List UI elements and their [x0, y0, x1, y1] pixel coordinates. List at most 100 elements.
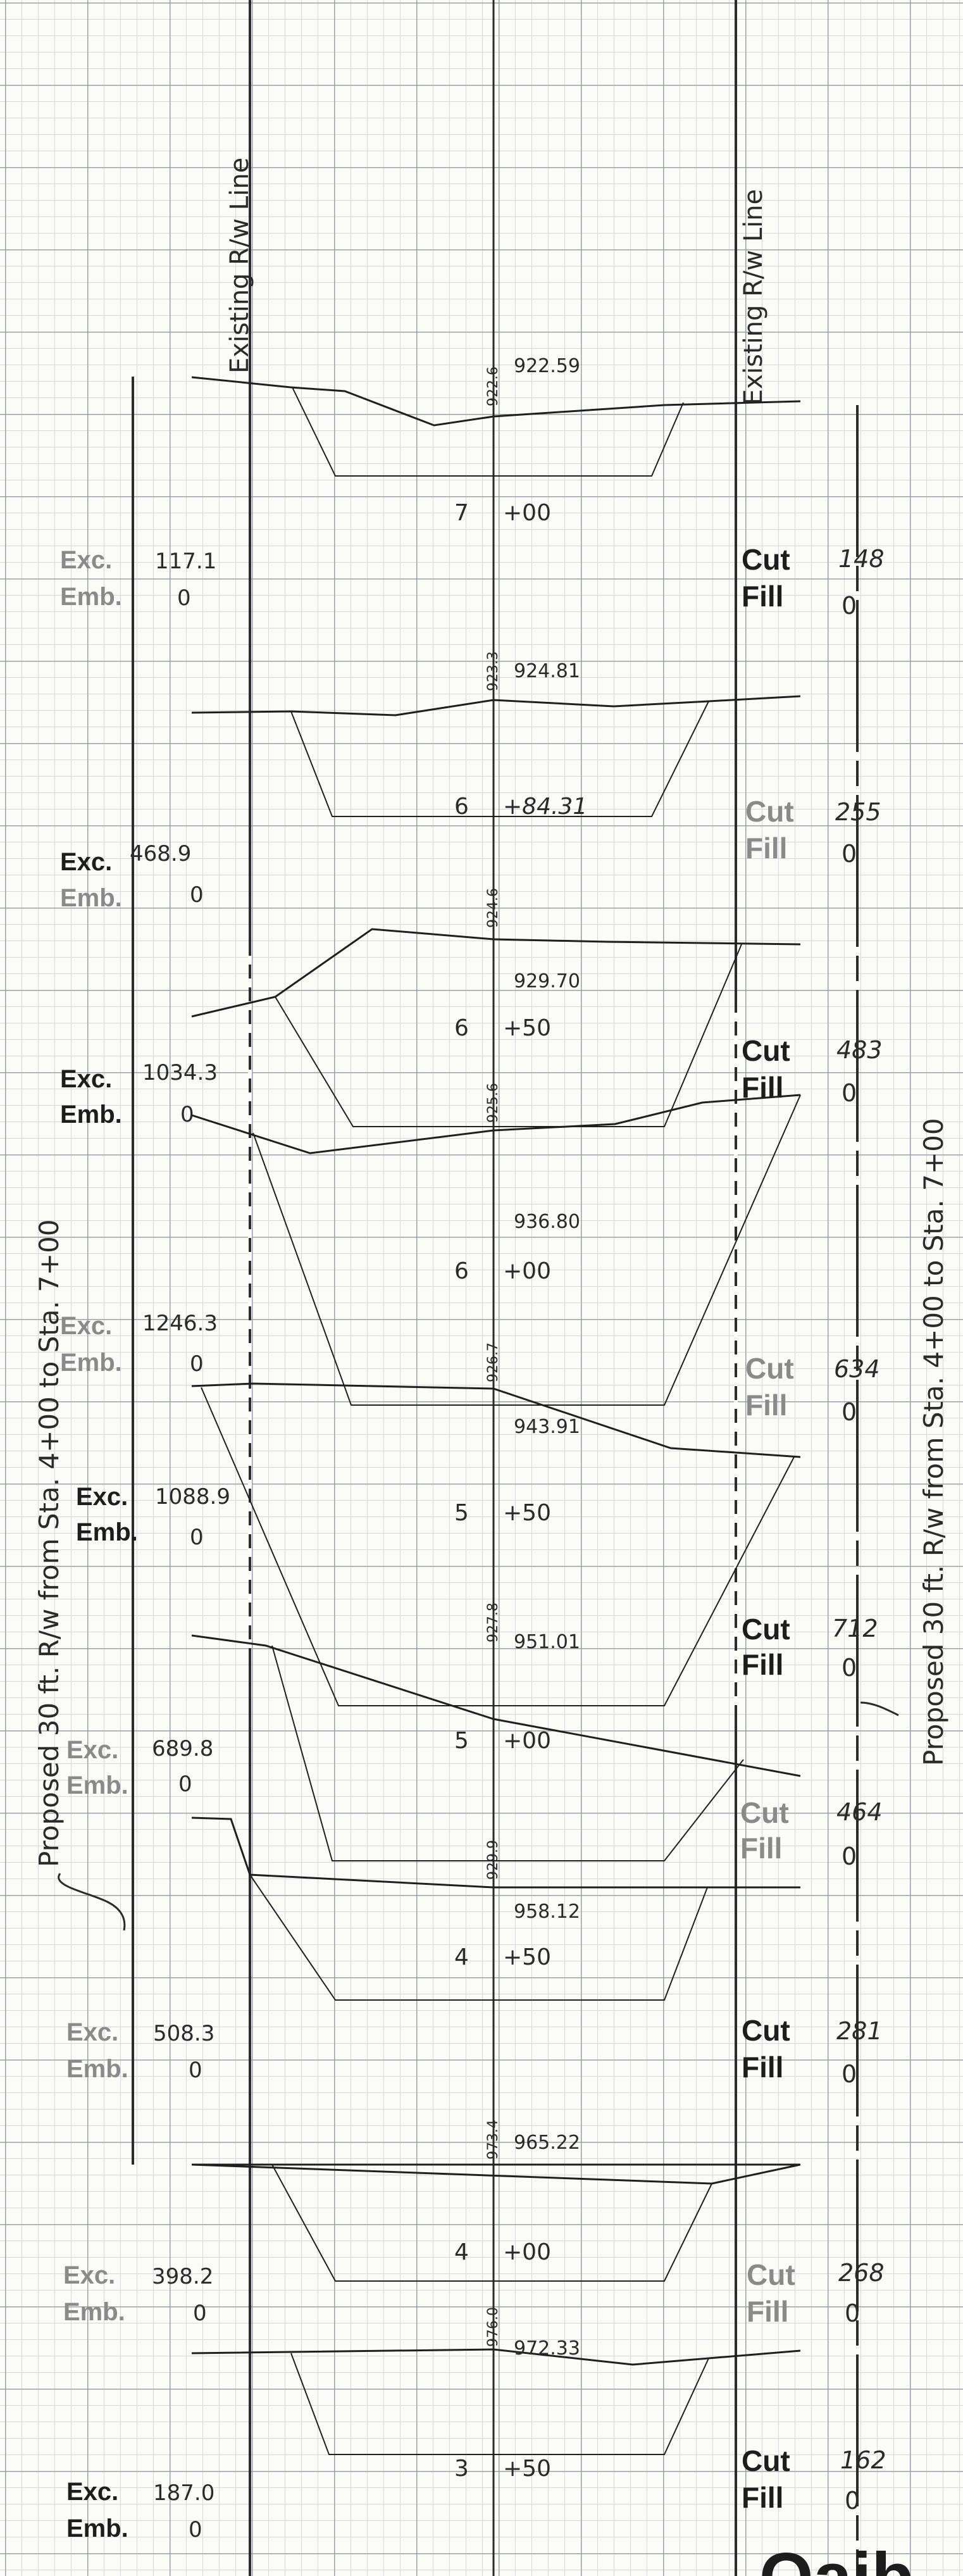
ground-line-6-50 — [191, 928, 801, 1018]
emb-volume: 0 — [177, 585, 191, 611]
exc-volume: 117.1 — [155, 549, 216, 574]
elevation-label: 922.59 — [514, 355, 580, 377]
right-existing-rw-label: Existing R/w Line — [739, 189, 768, 405]
fill-volume: 0 — [842, 1654, 857, 1682]
station-number: 4 — [454, 2239, 469, 2265]
centerline-elevation: 926.7 — [485, 1342, 501, 1382]
cut-volume: 281 — [836, 2017, 883, 2045]
ground-line-4-00 — [191, 2163, 801, 2185]
elevation-label: 929.70 — [514, 970, 580, 992]
centerline-elevations: 922.6 923.3 924.6 925.6 926.7 927.8 929.… — [485, 366, 501, 2347]
exc-label: Exc. — [60, 848, 112, 876]
cut-volume: 255 — [835, 798, 881, 826]
elevation-label: 972.33 — [514, 2337, 580, 2360]
template-4-00 — [271, 2164, 712, 2282]
exc-volume: 689.8 — [152, 1736, 213, 1761]
emb-label: Emb. — [66, 2055, 128, 2083]
centerline-elevation: 925.6 — [485, 1083, 501, 1123]
cut-volume: 483 — [836, 1036, 883, 1064]
station-number: 4 — [454, 1944, 469, 1970]
elevation-label: 965.22 — [514, 2132, 580, 2154]
fill-volume: 0 — [842, 1842, 857, 1870]
station-plus: +84.31 — [503, 794, 587, 820]
fill-label: Fill — [742, 1071, 783, 1104]
exc-label: Exc. — [60, 1065, 112, 1093]
emb-label: Emb. — [60, 1101, 122, 1129]
elevation-labels: 922.59 924.81 929.70 936.80 943.91 951.0… — [514, 355, 580, 2360]
template-3-50 — [290, 2353, 709, 2455]
station-plus: +50 — [503, 2456, 551, 2482]
centerline-elevation: 973.4 — [485, 2120, 501, 2160]
elevation-label: 958.12 — [514, 1901, 580, 1923]
station-number: 5 — [454, 1500, 469, 1526]
template-5-50 — [201, 1387, 795, 1706]
cut-volume: 162 — [840, 2446, 886, 2474]
centerline-elevation: 976.0 — [485, 2307, 501, 2347]
station-plus: +50 — [503, 1015, 551, 1041]
emb-volume: 0 — [178, 1772, 192, 1797]
left-proposed-leader-arrow — [58, 1873, 126, 1931]
station-number: 6 — [454, 1258, 469, 1284]
cut-volume: 268 — [838, 2259, 885, 2287]
station-number: 5 — [454, 1728, 469, 1754]
fill-volume: 0 — [842, 1398, 857, 1426]
emb-volume: 0 — [190, 1525, 204, 1550]
station-labels: 7 +00 6 +84.31 6 +50 6 +00 5 +50 5 +00 4… — [454, 500, 587, 2482]
fill-label: Fill — [742, 2481, 783, 2514]
elevation-label: 943.91 — [514, 1416, 580, 1438]
emb-label: Emb. — [60, 1349, 122, 1377]
fill-volume: 0 — [842, 840, 857, 868]
exc-volume: 187.0 — [153, 2480, 214, 2506]
emb-volume: 0 — [189, 2517, 202, 2542]
cut-label: Cut — [742, 2444, 790, 2477]
emb-label: Emb. — [60, 583, 122, 611]
cut-label: Cut — [742, 543, 790, 576]
exc-label: Exc. — [66, 1736, 118, 1764]
centerline-elevation: 923.3 — [485, 651, 501, 691]
station-plus: +00 — [503, 500, 551, 526]
station-plus: +00 — [503, 2239, 551, 2265]
fill-label: Fill — [742, 580, 783, 613]
exc-volume: 1246.3 — [142, 1311, 218, 1336]
cut-volume: 712 — [832, 1615, 878, 1642]
ground-line-3-50 — [191, 2348, 801, 2366]
left-earthwork-volumes: Exc. Emb. 117.1 0 Exc. Emb. 468.9 0 Exc.… — [60, 546, 230, 2542]
exc-label: Exc. — [76, 1483, 128, 1511]
right-earthwork-volumes: Cut Fill 148 0 Cut Fill 255 0 Cut Fill 4… — [740, 543, 886, 2515]
right-proposed-leader-arrow — [860, 1701, 899, 1716]
emb-volume: 0 — [189, 2058, 202, 2083]
station-number: 7 — [454, 500, 469, 526]
template-6-84-31 — [290, 701, 709, 817]
fill-label: Fill — [747, 2295, 788, 2328]
emb-volume: 0 — [190, 882, 204, 908]
cut-volume: 634 — [834, 1355, 880, 1383]
station-plus: +00 — [503, 1728, 551, 1754]
template-7-00 — [292, 387, 684, 477]
fill-volume: 0 — [842, 1079, 857, 1107]
fill-volume: 0 — [845, 2487, 860, 2515]
cut-label: Cut — [747, 2258, 795, 2291]
cut-label: Cut — [742, 1613, 790, 1646]
station-number: 3 — [454, 2456, 469, 2482]
exc-volume: 398.2 — [152, 2264, 213, 2289]
emb-label: Emb. — [66, 1772, 128, 1799]
cut-label: Cut — [745, 795, 794, 828]
elevation-label: 924.81 — [514, 660, 580, 682]
emb-label: Emb. — [60, 884, 122, 912]
cut-label: Cut — [742, 2014, 790, 2047]
station-number: 6 — [454, 1015, 469, 1041]
exc-volume: 1034.3 — [142, 1060, 218, 1085]
cut-label: Cut — [742, 1034, 790, 1067]
station-plus: +50 — [503, 1500, 551, 1526]
centerline-elevation: 924.6 — [485, 888, 501, 928]
centerline-elevation: 922.6 — [485, 366, 501, 406]
ground-line-6-84-31 — [191, 695, 801, 716]
fill-label: Fill — [742, 1648, 783, 1681]
centerline-elevation: 929.9 — [485, 1840, 501, 1880]
corner-title-fragment: Qaib — [759, 2539, 914, 2576]
fill-volume: 0 — [845, 2299, 860, 2327]
cut-volume: 464 — [836, 1798, 883, 1826]
template-6-00 — [252, 1094, 801, 1406]
exc-label: Exc. — [66, 2018, 118, 2046]
